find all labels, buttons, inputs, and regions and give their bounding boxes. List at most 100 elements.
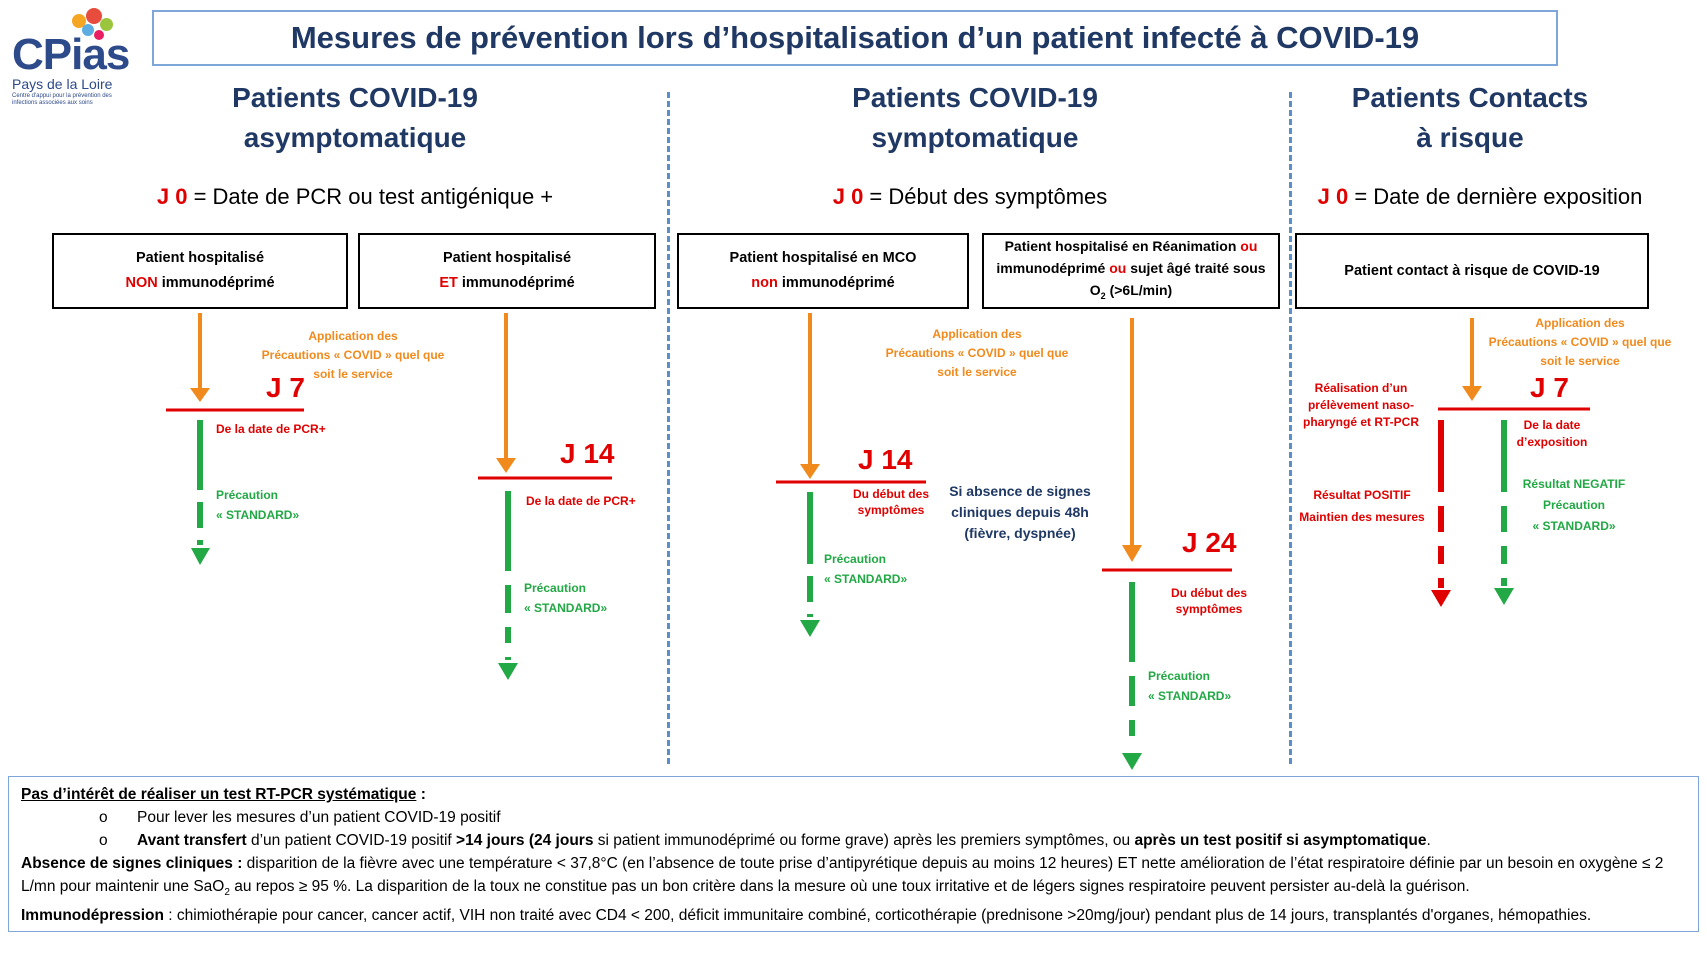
green-arrowhead — [1494, 588, 1514, 605]
precaution-note: Précaution « STANDARD» — [824, 549, 907, 589]
j0-text: = Début des symptômes — [863, 184, 1108, 209]
note-line: Précaution — [524, 581, 587, 595]
orange-arrowhead — [1122, 545, 1142, 562]
application-note: Application des Précautions « COVID » qu… — [248, 327, 458, 384]
heading-line: Patients COVID-19 — [852, 82, 1098, 113]
box-text: Patient hospitalisé en Réanimation — [1004, 238, 1241, 255]
j7-label: J 7 — [266, 372, 305, 403]
note-line: Résultat NEGATIF — [1522, 477, 1626, 491]
box-text: Patient contact à risque de COVID-19 — [1344, 262, 1600, 279]
orange-arrowhead — [496, 458, 516, 473]
note-line: Précaution — [1542, 498, 1605, 512]
box-non-immunodeprime: Patient hospitalisé NON immunodéprimé — [52, 233, 348, 309]
j14-note: Du début des symptômes — [836, 486, 946, 518]
notes-text: d’un patient COVID-19 positif — [246, 832, 457, 849]
note-line: De la date — [1523, 418, 1581, 432]
green-arrowhead — [498, 663, 518, 680]
note-line: Précaution — [824, 552, 887, 566]
note-line: (fièvre, dyspnée) — [964, 525, 1076, 541]
j0-text: = Date de dernière exposition — [1348, 184, 1643, 209]
box-text: sujet âgé traité sous — [1126, 260, 1266, 277]
box-text: immunodéprimé — [157, 275, 275, 291]
box-red-text: ET — [439, 275, 458, 291]
box-mco: Patient hospitalisé en MCO non immunodép… — [677, 233, 969, 309]
heading-line: Patients Contacts — [1351, 82, 1589, 113]
box-et-immunodeprime: Patient hospitalisé ET immunodéprimé — [358, 233, 656, 309]
j14-label: J 14 — [560, 438, 615, 469]
page-title: Mesures de prévention lors d’hospitalisa… — [290, 20, 1420, 55]
j7-note: De la date de PCR+ — [216, 422, 326, 436]
note-line: prélèvement naso- — [1307, 398, 1415, 412]
note-line: symptômes — [857, 503, 925, 517]
box-text: (>6L/min) — [1105, 282, 1173, 299]
box-text: O — [1089, 282, 1101, 299]
note-line: Application des — [1535, 316, 1625, 330]
j0-text: = Date de PCR ou test antigénique + — [187, 184, 554, 209]
notes-bold: Avant transfert — [137, 832, 247, 849]
note-line: « STANDARD» — [1532, 519, 1616, 533]
logo-region: Pays de la Loire — [12, 76, 113, 92]
box-text: immunodéprimé — [777, 275, 895, 291]
orange-arrowhead — [1462, 386, 1482, 401]
box-text: Patient hospitalisé en MCO — [729, 250, 917, 266]
cpias-logo: CPias Pays de la Loire Centre d'appui po… — [10, 8, 130, 108]
green-arrowhead — [1122, 753, 1142, 770]
j14-label: J 14 — [858, 444, 913, 475]
box-reanimation: Patient hospitalisé en Réanimation ou im… — [982, 233, 1280, 309]
heading-line: symptomatique — [871, 122, 1079, 153]
note-line: Précautions « COVID » quel que — [261, 348, 445, 362]
column-divider-2 — [1289, 92, 1292, 764]
logo-tagline: Centre d'appui pour la prévention des in… — [12, 93, 112, 106]
precaution-note: Précaution « STANDARD» — [524, 578, 607, 618]
box-text: Patient hospitalisé — [442, 250, 572, 266]
precaution-note: Précaution « STANDARD» — [216, 485, 299, 525]
bullet: o — [99, 809, 108, 826]
notes-bold: >14 jours (24 jours — [456, 832, 594, 849]
heading-line: à risque — [1416, 122, 1524, 153]
green-arrowhead — [191, 548, 210, 565]
box-contact: Patient contact à risque de COVID-19 — [1295, 233, 1649, 309]
note-line: soit le service — [937, 365, 1017, 379]
note-line: d’exposition — [1516, 435, 1588, 449]
orange-arrowhead — [800, 464, 820, 479]
precaution-note: Précaution « STANDARD» — [1148, 666, 1231, 706]
j14-note: De la date de PCR+ — [526, 494, 636, 508]
notes-box: Pas d’intérêt de réaliser un test RT-PCR… — [8, 776, 1699, 932]
note-line: Précautions « COVID » quel que — [1488, 335, 1672, 349]
j7-label: J 7 — [1530, 372, 1569, 403]
note-line: Du début des — [852, 487, 929, 501]
box-subscript: 2 — [1100, 290, 1106, 301]
notes-subscript: 2 — [224, 887, 230, 899]
note-line: Réalisation d’un — [1314, 381, 1408, 395]
notes-immuno: Immunodépression : chimiothérapie pour c… — [21, 904, 1686, 927]
title-box: Mesures de prévention lors d’hospitalisa… — [152, 10, 1558, 66]
note-line: Du début des — [1170, 586, 1247, 600]
j0-contacts: J 0 = Date de dernière exposition — [1290, 184, 1670, 210]
j7-note: De la date d’exposition — [1502, 417, 1602, 451]
notes-bold: Absence de signes cliniques : — [21, 855, 243, 872]
notes-absence: Absence de signes cliniques : disparitio… — [21, 852, 1686, 904]
notes-text: disparition de la fièvre avec une tempér… — [21, 855, 1664, 895]
negatif-note: Résultat NEGATIF Précaution « STANDARD» — [1504, 474, 1644, 537]
note-line: Précaution — [216, 488, 279, 502]
note-line: Application des — [932, 327, 1022, 341]
notes-heading-colon: : — [416, 786, 426, 803]
box-red-text: NON — [125, 275, 158, 291]
notes-text: . — [1426, 832, 1431, 849]
absence-note: Si absence de signes cliniques depuis 48… — [930, 481, 1110, 544]
j0-symptomatic: J 0 = Début des symptômes — [760, 184, 1180, 210]
box-red-text: ou — [1109, 260, 1127, 277]
note-line: cliniques depuis 48h — [951, 504, 1089, 520]
box-red-text: ou — [1240, 238, 1258, 255]
note-line: « STANDARD» — [216, 508, 300, 522]
note-line: « STANDARD» — [1148, 689, 1232, 703]
note-line: Application des — [308, 329, 398, 343]
red-arrowhead — [1431, 590, 1451, 607]
notes-text: si patient immunodéprimé ou forme grave)… — [593, 832, 1135, 849]
note-line: « STANDARD» — [824, 572, 908, 586]
notes-text: : chimiothérapie pour cancer, cancer act… — [163, 907, 1592, 925]
j0-label: J 0 — [832, 184, 864, 209]
logo-brand: CPias — [12, 30, 130, 79]
